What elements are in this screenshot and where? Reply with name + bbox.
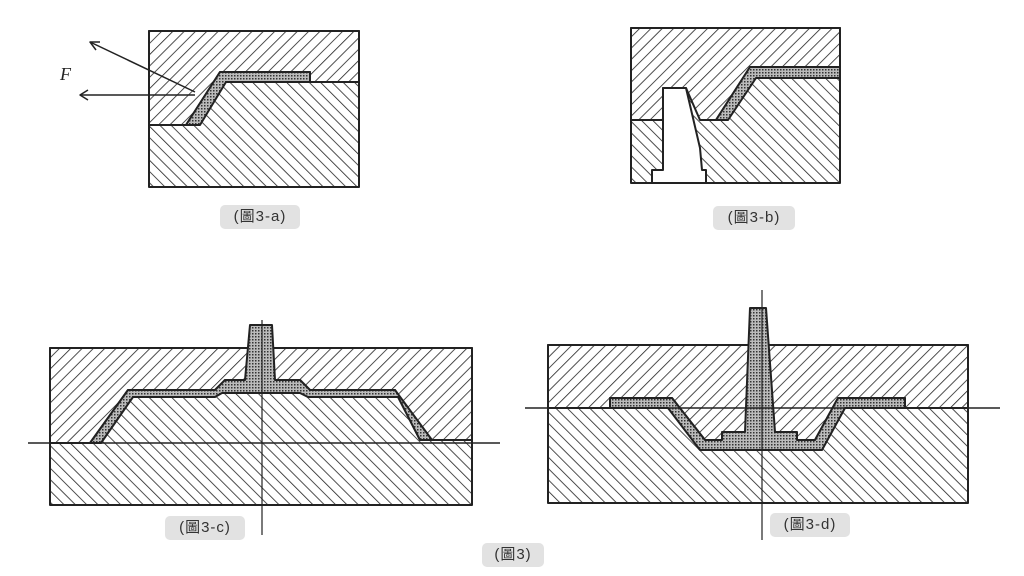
figure-3a-mold: [79, 30, 360, 188]
caption-main: (圖3): [482, 543, 544, 567]
caption-3b: (圖3-b): [713, 206, 795, 230]
figure-3d-mold: [525, 290, 1000, 540]
caption-3c: (圖3-c): [165, 516, 245, 540]
figure-3c-mold: [28, 320, 500, 535]
force-arrow: [89, 41, 196, 93]
force-label: F: [60, 64, 71, 84]
caption-3d: (圖3-d): [770, 513, 850, 537]
figure-3b-mold: [630, 27, 841, 184]
caption-3a: (圖3-a): [220, 205, 300, 229]
